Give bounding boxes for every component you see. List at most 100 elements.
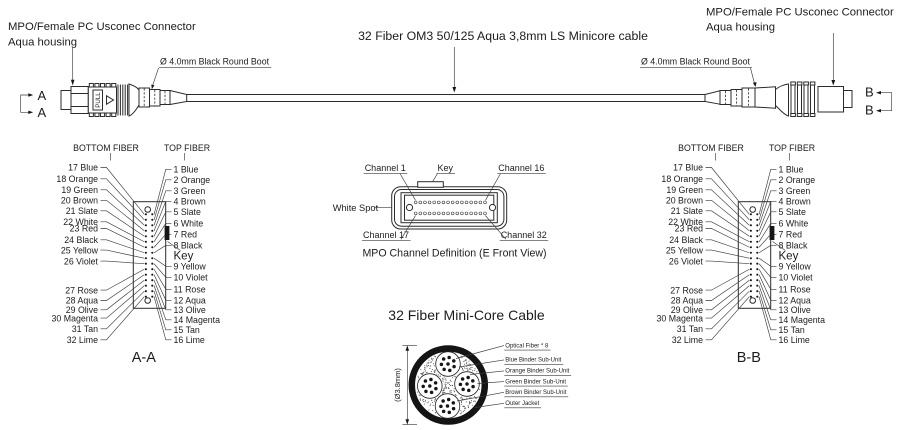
leader-optical-fiber <box>455 345 505 359</box>
fiber-leader-line <box>705 279 750 311</box>
fiber-label: 2 Orange <box>779 175 816 185</box>
stipple-dot <box>426 364 428 366</box>
stipple-dot <box>432 358 434 360</box>
fiber-dot <box>756 262 759 265</box>
mpo-front-view: Channel 1 Key Channel 16 White Spot Chan… <box>333 163 549 259</box>
fiber-label: 10 Violet <box>174 273 209 283</box>
stipple-dot <box>472 370 474 372</box>
fiber-leader-line <box>153 179 172 220</box>
fiber-hole <box>450 200 455 205</box>
fiber-leader-line <box>153 296 172 341</box>
fiber-dot <box>151 273 154 276</box>
stipple-dot <box>463 361 465 362</box>
bump-icon <box>105 83 111 88</box>
fiber-label: 15 Tan <box>779 325 805 335</box>
fiber-dot <box>749 224 752 227</box>
stipple-dot <box>449 391 451 393</box>
channel-16-label: Channel 16 <box>498 163 544 173</box>
optical-fiber-dot <box>429 377 433 382</box>
stipple-dot <box>447 387 449 389</box>
channel-1-label: Channel 1 <box>365 163 406 173</box>
left-mpo-connector: PULL <box>60 83 188 117</box>
fiber-leader-line <box>705 189 750 226</box>
fiber-dot <box>144 268 147 271</box>
stipple-dot <box>448 382 450 383</box>
section-b-label-top: B <box>865 85 874 100</box>
right-boot-label: Ø 4.0mm Black Round Boot <box>641 57 751 67</box>
stipple-dot <box>431 369 433 370</box>
fiber-dot <box>151 218 154 221</box>
stipple-dot <box>422 372 424 374</box>
stipple-dot <box>468 368 470 370</box>
key-label: Key <box>174 251 194 263</box>
optical-fiber-dot <box>441 357 446 361</box>
fiber-dot <box>756 224 759 227</box>
bottom-fiber-header: BOTTOM FIBER <box>73 143 139 153</box>
fiber-leader-line <box>153 200 172 231</box>
optical-fiber-dot <box>451 401 456 405</box>
stipple-dot <box>432 404 434 406</box>
fiber-hole <box>478 211 483 216</box>
stipple-dot <box>455 394 457 396</box>
fiber-label: 22 White <box>63 217 98 227</box>
stipple-dot <box>469 401 470 403</box>
stipple-dot <box>431 358 433 360</box>
fiber-label: 5 Slate <box>174 207 201 217</box>
stipple-dot <box>476 371 478 373</box>
stipple-dot <box>424 401 426 403</box>
fiber-label: 13 Olive <box>174 305 206 315</box>
stipple-dot <box>429 367 431 369</box>
fiber-hole <box>414 211 418 216</box>
mpo-key-notch <box>417 181 444 188</box>
stipple-dot <box>449 390 451 392</box>
fiber-dot <box>749 235 752 238</box>
stipple-dot <box>444 392 446 393</box>
optical-fiber-dot <box>446 397 451 402</box>
fiber-dot <box>756 295 759 298</box>
fiber-leader-line <box>100 189 145 226</box>
xsec-label-optical-fiber: Optical Fiber * 8 <box>505 343 549 349</box>
stipple-dot <box>426 366 428 367</box>
stipple-dot <box>470 397 472 399</box>
stipple-dot <box>461 357 463 359</box>
channel-32-leader <box>485 215 507 240</box>
right-boot-flare <box>775 83 789 117</box>
fiber-leader-line <box>758 280 777 311</box>
guide-hole <box>144 297 151 304</box>
fiber-label: 14 Magenta <box>779 315 826 325</box>
fiber-leader-line <box>153 211 172 237</box>
fiber-hole <box>423 200 427 205</box>
stipple-dot <box>424 365 426 367</box>
fiber-leader-line <box>758 222 777 242</box>
fiber-hole <box>418 200 423 205</box>
fiber-label: 30 Magenta <box>52 313 99 323</box>
stipple-dot <box>471 367 473 368</box>
cross-section-subunits <box>417 351 480 419</box>
right-boot-cone <box>754 86 776 109</box>
stipple-dot <box>460 397 461 399</box>
guide-hole <box>144 206 151 213</box>
optical-fiber-dot <box>460 377 465 381</box>
fiber-dot <box>749 229 752 232</box>
fiber-hole <box>464 200 469 205</box>
stipple-dot <box>430 403 432 405</box>
stipple-dot <box>423 368 425 370</box>
stipple-dot <box>443 378 445 380</box>
bump-icon <box>105 112 111 117</box>
key-mark <box>164 226 170 240</box>
stipple-dot <box>450 385 451 387</box>
fiber-leader-line <box>705 249 750 259</box>
leader-blue-binder <box>458 359 505 368</box>
fiber-leader-line <box>100 290 145 330</box>
stipple-dot <box>443 390 444 392</box>
stipple-dot <box>464 367 466 369</box>
top-annotations: MPO/Female PC Usconec Connector Aqua hou… <box>8 7 894 93</box>
stipple-dot <box>475 398 477 400</box>
fiber-label: 21 Slate <box>66 206 98 216</box>
fiber-hole <box>450 211 455 216</box>
stipple-dot <box>464 408 466 410</box>
fiber-hole <box>446 200 450 205</box>
stipple-dot <box>428 362 430 364</box>
